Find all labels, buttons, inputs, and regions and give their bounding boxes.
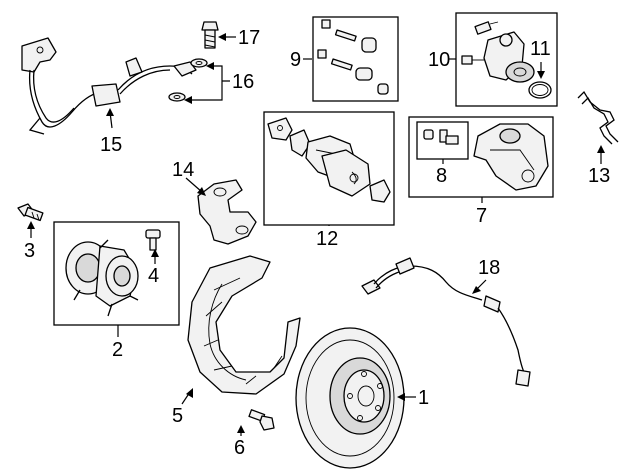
part-6-bolt[interactable] [248, 409, 275, 431]
part-10-caliper-motor[interactable] [461, 21, 535, 83]
part-5-dust-shield[interactable] [187, 255, 301, 395]
callout-18: 18 [478, 257, 500, 279]
callout-1: 1 [418, 387, 429, 409]
callout-9: 9 [290, 49, 301, 71]
callout-3: 3 [24, 240, 35, 262]
part-15-abs-sensor-wire[interactable] [21, 37, 197, 135]
part-11-o-ring[interactable] [528, 81, 552, 99]
callout-7: 7 [476, 205, 487, 227]
leader-14 [185, 177, 203, 193]
part-3-bolt[interactable] [17, 203, 44, 222]
part-17-bolt[interactable] [201, 21, 219, 49]
part-13-clip[interactable] [577, 90, 619, 145]
part-9-guide-pins[interactable] [317, 19, 389, 95]
part-14-caliper-bracket[interactable] [197, 179, 257, 245]
part-2-wheel-hub[interactable] [65, 239, 139, 317]
part-16-washers[interactable] [168, 58, 208, 102]
callout-16: 16 [232, 71, 254, 93]
callout-4: 4 [148, 265, 159, 287]
callout-6: 6 [234, 437, 245, 459]
callout-2: 2 [112, 339, 123, 361]
callout-10: 10 [428, 49, 450, 71]
part-4-wheel-stud[interactable] [145, 229, 161, 251]
callout-5: 5 [172, 405, 183, 427]
part-1-brake-rotor[interactable] [295, 327, 405, 469]
callout-8: 8 [436, 165, 447, 187]
callout-13: 13 [588, 165, 610, 187]
leader-16 [188, 65, 230, 101]
part-7-caliper[interactable] [473, 123, 549, 191]
part-8-bleeder-screw[interactable] [423, 129, 459, 145]
box-7 [408, 116, 554, 198]
callout-12: 12 [316, 228, 338, 250]
callout-14: 14 [172, 159, 194, 181]
part-18-abs-sensor-wire[interactable] [361, 257, 531, 387]
box-9 [312, 16, 399, 102]
box-2 [53, 221, 180, 326]
callout-11: 11 [530, 38, 551, 60]
part-12-brake-pads[interactable] [267, 117, 391, 203]
callout-17: 17 [238, 27, 260, 49]
callout-15: 15 [100, 134, 122, 156]
